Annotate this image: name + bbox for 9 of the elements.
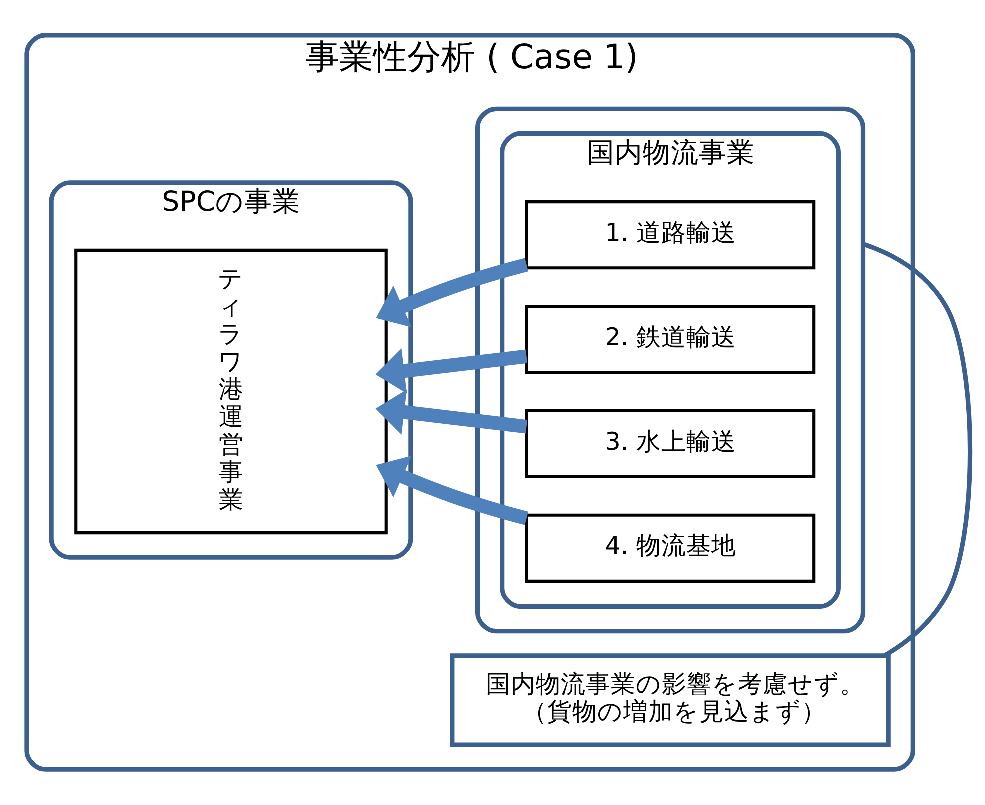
node-box: 1. 道路輸送 <box>525 200 816 270</box>
node-box: 国内物流事業の影響を考慮せず。 （貨物の増加を見込まず） <box>450 654 891 748</box>
cluster <box>475 106 866 634</box>
node-box: ティラワ港運営事業 <box>74 248 388 535</box>
node-box: 3. 水上輸送 <box>525 409 816 479</box>
arrow <box>376 258 529 328</box>
arrow <box>376 456 529 526</box>
node-box: 2. 鉄道輸送 <box>525 304 816 374</box>
node-box: 4. 物流基地 <box>525 514 816 583</box>
